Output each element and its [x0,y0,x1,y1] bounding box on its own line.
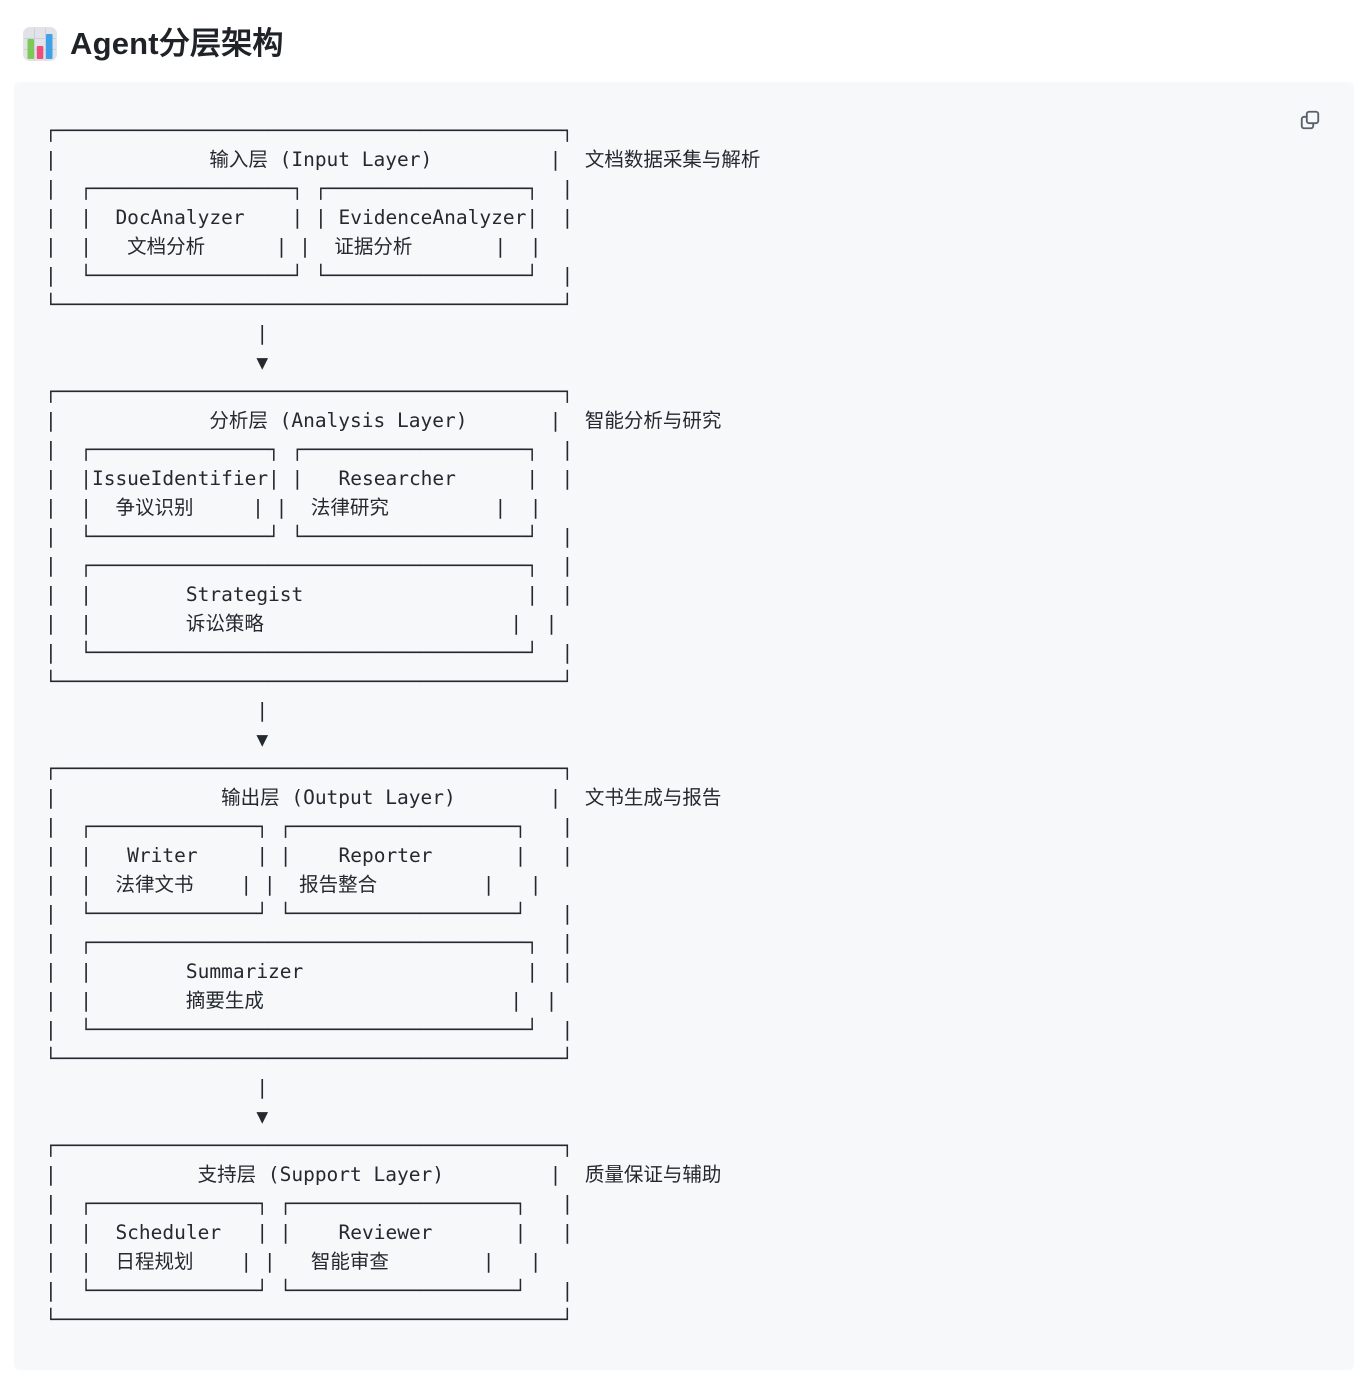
page-header: Agent分层架构 [0,0,1368,72]
page-title: Agent分层架构 [70,26,284,62]
bar-chart-emoji-icon [22,26,58,62]
copy-button[interactable] [1294,104,1326,136]
ascii-architecture-diagram: ┌───────────────────────────────────────… [45,119,761,1331]
copy-icon [1299,109,1321,131]
code-block-panel: ┌───────────────────────────────────────… [14,82,1354,1370]
